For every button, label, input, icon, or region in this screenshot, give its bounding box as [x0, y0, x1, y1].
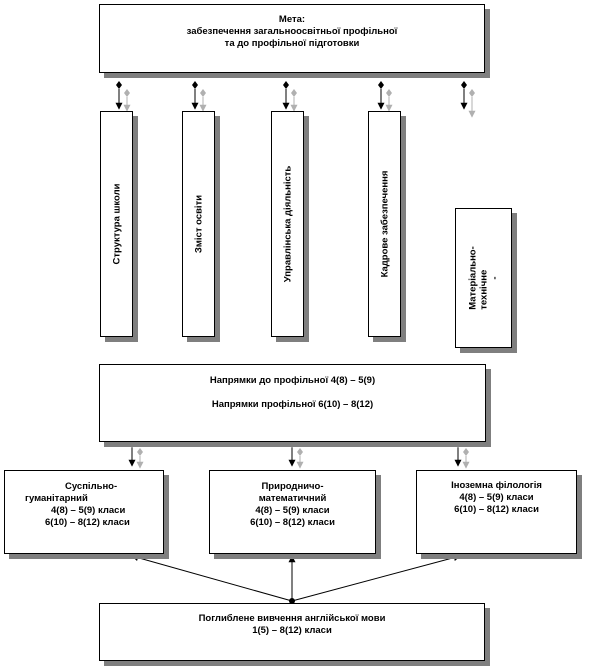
profile-grades-profile: 6(10) – 8(12) класи [45, 517, 130, 528]
directions-to-profile-connectors [128, 440, 470, 469]
pillar-education-content: Зміст освіти [182, 111, 215, 337]
profile-grades-pre: 4(8) – 5(9) класи [255, 505, 330, 516]
directions-profile: Напрямки профільної 6(10) – 8(12) [211, 399, 374, 410]
pillar-label-line-2: технічне [478, 269, 489, 310]
pillar-material-technical: Матеріально- технічне - [455, 208, 512, 348]
profile-grades-profile: 6(10) – 8(12) класи [250, 517, 335, 528]
profile-foreign-philology: Іноземна філологія 4(8) – 5(9) класи 6(1… [416, 470, 577, 554]
pillar-label-line-1: Матеріально- [467, 246, 478, 310]
goal-to-pillar-connectors [115, 81, 476, 118]
profile-grades-pre: 4(8) – 5(9) класи [459, 492, 534, 503]
pillar-label: Зміст освіти [193, 194, 204, 254]
profile-name-line-1: Суспільно- [65, 481, 118, 492]
profile-name-line-1: Природничо- [261, 481, 324, 492]
profile-grades-profile: 6(10) – 8(12) класи [454, 504, 539, 515]
english-to-profile-connectors [131, 554, 461, 604]
pillar-school-structure: Структура школи [100, 111, 133, 337]
profile-grades-pre: 4(8) – 5(9) класи [51, 505, 126, 516]
pillar-label: Кадрове забезпечення [379, 170, 390, 278]
profile-name-line-2: математичний [258, 493, 327, 504]
pillar-management: Управлінська діяльність [271, 111, 304, 337]
english-grades: 1(5) – 8(12) класи [252, 625, 332, 636]
goal-box: Мета: забезпечення загальноосвітньої про… [99, 4, 485, 73]
profile-name: Іноземна філологія [451, 480, 542, 491]
english-title: Поглиблене вивчення англійської мови [198, 613, 386, 624]
profile-natural-math: Природничо- математичний 4(8) – 5(9) кла… [209, 470, 376, 554]
pillar-staffing: Кадрове забезпечення [368, 111, 401, 337]
pillar-label-line-3: - [489, 276, 500, 280]
english-box: Поглиблене вивчення англійської мови 1(5… [99, 603, 485, 661]
profile-social-humanitarian: Суспільно- гуманітарний 4(8) – 5(9) клас… [4, 470, 164, 554]
pillar-label: Управлінська діяльність [282, 165, 293, 283]
goal-line-3: та до профільної підготовки [224, 38, 360, 49]
goal-line-2: забезпечення загальноосвітньої профільно… [186, 26, 398, 37]
goal-title: Мета: [278, 14, 306, 25]
pillar-label: Структура школи [111, 183, 122, 265]
directions-pre-profile: Напрямки до профільної 4(8) – 5(9) [209, 375, 376, 386]
profile-name-line-2: гуманітарний [25, 493, 88, 504]
directions-box: Напрямки до профільної 4(8) – 5(9) Напря… [99, 364, 486, 442]
